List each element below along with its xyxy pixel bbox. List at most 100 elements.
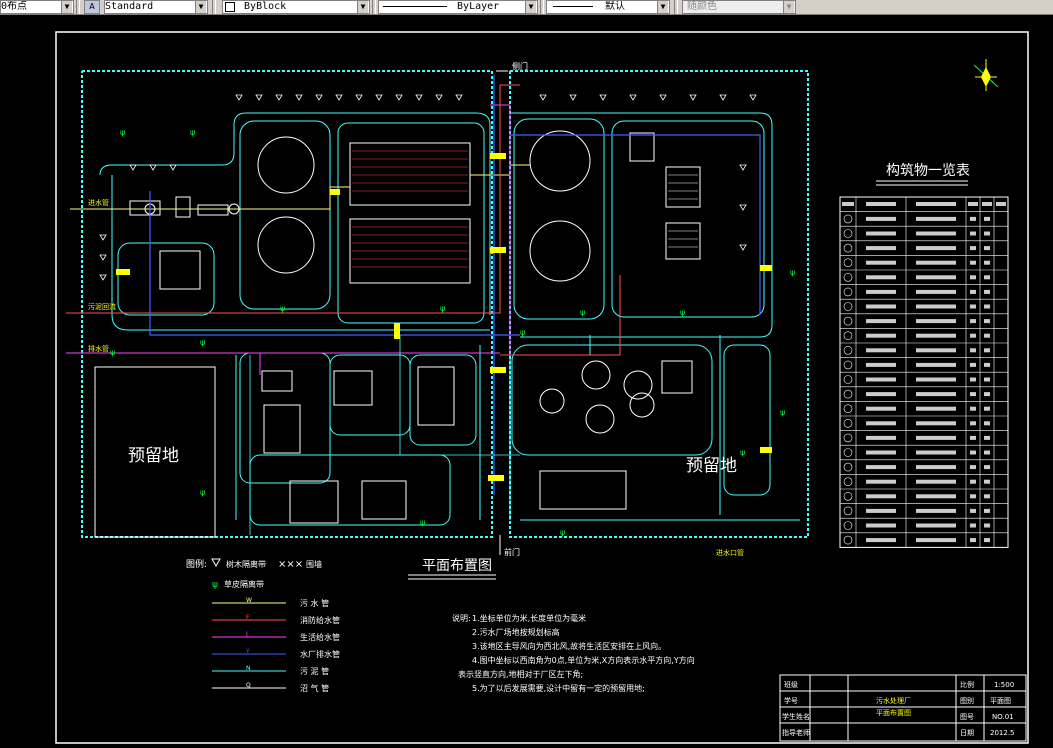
table-spec-cell — [916, 362, 956, 367]
table-name-cell — [866, 333, 896, 338]
legend-title: 图例: — [186, 558, 207, 570]
lineweight-dropdown[interactable]: 默认 ▼ — [546, 0, 670, 14]
plotstyle-value: 随颜色 — [687, 1, 717, 12]
layer-value: 0布点 — [1, 1, 28, 12]
svg-text:ψ: ψ — [120, 128, 125, 137]
table-header-cell — [982, 202, 992, 206]
table-qty-cell — [970, 392, 976, 397]
pipe-drain — [149, 75, 761, 495]
table-header-cell — [866, 202, 896, 206]
table-index-marker — [843, 491, 853, 501]
table-index-marker — [843, 389, 853, 399]
note-line-6: 5.为了以后发展需要,设计中留有一定的预留用地; — [472, 683, 645, 693]
chevron-down-icon[interactable]: ▼ — [61, 1, 72, 13]
table-spec-cell — [916, 392, 956, 397]
svg-text:ψ: ψ — [560, 528, 565, 537]
fence-icon: ××× — [278, 559, 303, 570]
table-qty-cell — [970, 231, 976, 236]
legend-pipe-code: Q — [246, 682, 251, 689]
table-spec-cell — [916, 260, 956, 265]
legend-pipe-label: 水厂排水管 — [300, 649, 340, 659]
table-spec-cell — [916, 494, 956, 499]
table-qty-cell — [970, 377, 976, 382]
table-index-marker — [843, 243, 853, 253]
textstyle-dropdown[interactable]: Standard ▼ — [104, 0, 208, 14]
buildings — [94, 132, 701, 538]
pipe-sludge — [249, 335, 520, 535]
table-unit-cell — [984, 406, 990, 411]
table-unit-cell — [984, 216, 990, 221]
table-name-cell — [866, 508, 896, 513]
table-unit-cell — [984, 435, 990, 440]
table-name-cell — [866, 494, 896, 499]
text-style-icon[interactable]: A — [84, 0, 100, 14]
svg-text:ψ: ψ — [200, 338, 205, 347]
table-spec-cell — [916, 333, 956, 338]
coordinate-tags — [116, 153, 772, 481]
table-qty-cell — [970, 479, 976, 484]
tb-value-1: 1:500 — [994, 681, 1014, 689]
table-spec-cell — [916, 479, 956, 484]
table-name-cell — [866, 479, 896, 484]
table-spec-cell — [916, 289, 956, 294]
legend-pipe-code: Y — [245, 648, 250, 655]
table-unit-cell — [984, 377, 990, 382]
table-qty-cell — [970, 508, 976, 513]
chevron-down-icon[interactable]: ▼ — [657, 1, 668, 13]
tb-label-1: 班级 — [784, 680, 798, 689]
table-index-marker — [843, 448, 853, 457]
plotstyle-dropdown[interactable]: 随颜色 ▼ — [682, 0, 796, 14]
color-dropdown[interactable]: ByBlock ▼ — [222, 0, 370, 14]
tb-key-1: 比例 — [960, 680, 974, 689]
table-unit-cell — [984, 508, 990, 513]
table-qty-cell — [970, 304, 976, 309]
legend-grass-label: 草皮隔离带 — [224, 579, 264, 589]
table-spec-cell — [916, 435, 956, 440]
chevron-down-icon[interactable]: ▼ — [357, 1, 368, 13]
table-spec-cell — [916, 275, 956, 280]
legend-pipe-label: 污 水 管 — [300, 598, 329, 608]
table-unit-cell — [984, 275, 990, 280]
table-qty-cell — [970, 523, 976, 528]
table-index-marker — [843, 331, 853, 341]
table-unit-cell — [984, 494, 990, 499]
table-qty-cell — [970, 333, 976, 338]
side-label-3: 排水管 — [88, 344, 109, 353]
svg-text:ψ: ψ — [280, 304, 285, 313]
table-index-marker — [843, 345, 853, 355]
tb-project: 污水处理厂 — [876, 696, 911, 705]
tb-key-3: 图号 — [960, 713, 974, 721]
table-header-cell — [842, 202, 854, 206]
table-index-marker — [843, 375, 853, 384]
table-index-marker — [843, 521, 853, 530]
table-header-cell — [916, 202, 956, 206]
lineweight-value: 默认 — [605, 1, 626, 12]
layer-dropdown[interactable]: 0布点 ▼ — [0, 0, 74, 14]
chevron-down-icon[interactable]: ▼ — [783, 1, 794, 13]
toolbar-separator — [540, 0, 544, 14]
chevron-down-icon[interactable]: ▼ — [525, 1, 536, 13]
table-name-cell — [866, 260, 896, 265]
table-unit-cell — [984, 289, 990, 294]
linetype-dropdown[interactable]: ByLayer ▼ — [378, 0, 538, 14]
tree-icon — [211, 558, 221, 568]
svg-text:ψ: ψ — [580, 308, 585, 317]
properties-toolbar: 0布点 ▼ A Standard ▼ ByBlock ▼ ByLayer ▼ 默… — [0, 0, 1053, 15]
svg-text:ψ: ψ — [740, 448, 745, 457]
table-index-marker — [843, 316, 853, 326]
table-unit-cell — [984, 465, 990, 470]
chevron-down-icon[interactable]: ▼ — [195, 1, 206, 13]
legend-pipe-label: 沼 气 管 — [300, 683, 329, 693]
table-header-cell — [996, 202, 1006, 206]
tb-value-3: NO.01 — [992, 713, 1014, 721]
toolbar-separator — [372, 0, 376, 14]
table-name-cell — [866, 392, 896, 397]
color-swatch — [225, 2, 235, 12]
cad-drawing: 侧门 前门 ψψψ ψψψ ψψψ ψψψ ψψψ 进水管 污泥回流 — [55, 31, 1029, 744]
table-spec-cell — [916, 450, 956, 455]
reserved-land-right: 预留地 — [686, 456, 737, 476]
table-qty-cell — [970, 538, 976, 543]
table-unit-cell — [984, 260, 990, 265]
